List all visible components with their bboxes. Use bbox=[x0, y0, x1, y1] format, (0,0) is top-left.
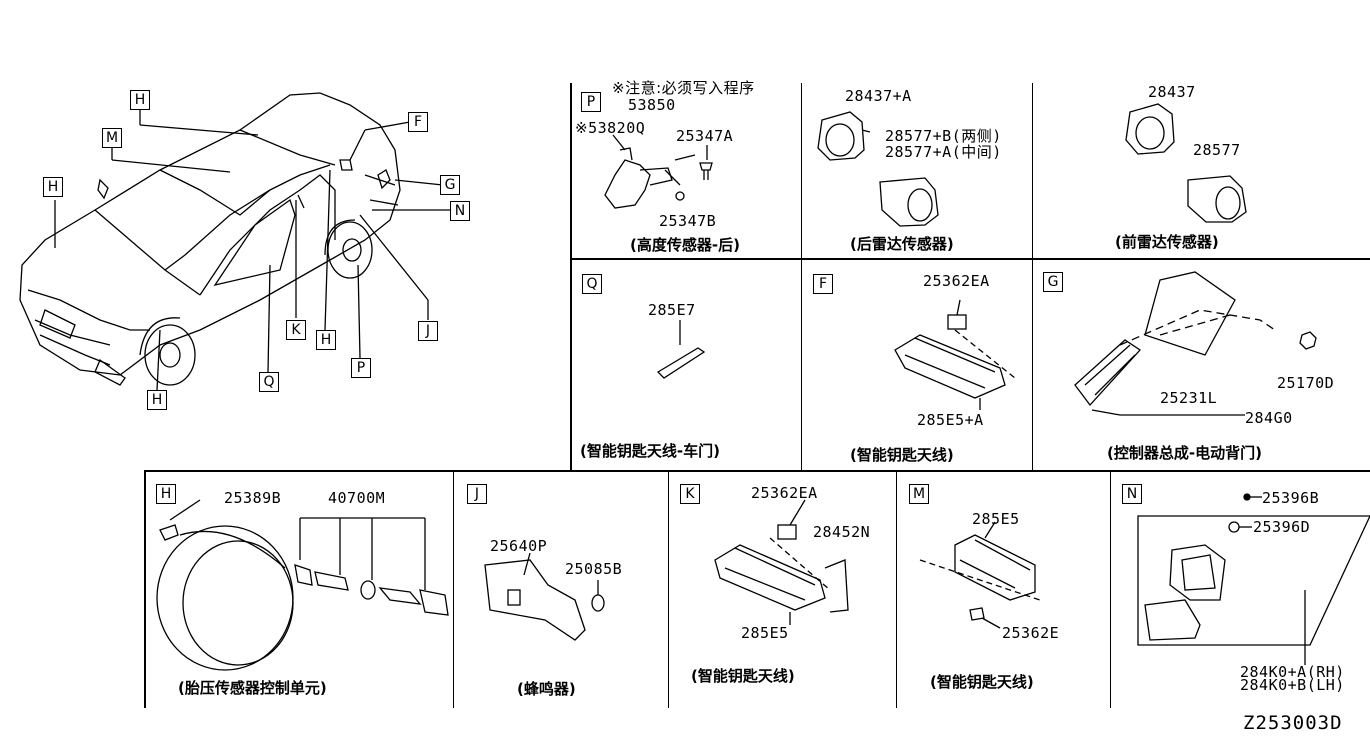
grid-line bbox=[144, 470, 1370, 472]
grid-line bbox=[570, 83, 572, 471]
callout-H[interactable]: H bbox=[130, 90, 150, 110]
panel-caption: (智能钥匙天线) bbox=[850, 446, 954, 464]
panel-letter-P: P bbox=[581, 92, 601, 112]
part-number[interactable]: 25640P bbox=[490, 537, 548, 555]
callout-lines bbox=[54, 110, 450, 391]
grid-line bbox=[1032, 83, 1033, 471]
antenna-f-art bbox=[894, 299, 1016, 410]
buzzer-art bbox=[484, 552, 605, 641]
callout-G[interactable]: G bbox=[440, 175, 460, 195]
panel-caption: (控制器总成-电动背门) bbox=[1107, 444, 1262, 462]
panel-letter-K: K bbox=[680, 484, 700, 504]
callout-Q[interactable]: Q bbox=[259, 372, 279, 392]
part-number[interactable]: 285E5+A bbox=[917, 411, 984, 429]
part-number[interactable]: 28437+A bbox=[845, 87, 912, 105]
callout-M[interactable]: M bbox=[102, 128, 122, 148]
panel-caption: (后雷达传感器) bbox=[850, 235, 954, 253]
part-number[interactable]: 25231L bbox=[1160, 389, 1218, 407]
callout-K[interactable]: K bbox=[286, 320, 306, 340]
part-number[interactable]: 25362EA bbox=[923, 272, 990, 290]
callout-F[interactable]: F bbox=[408, 112, 428, 132]
part-number[interactable]: 28437 bbox=[1148, 83, 1196, 101]
panel-letter-H: H bbox=[156, 484, 176, 504]
part-number[interactable]: 25396D bbox=[1253, 518, 1311, 536]
part-number[interactable]: 284K0+B(LH) bbox=[1240, 676, 1345, 694]
part-number[interactable]: 25347A bbox=[676, 127, 734, 145]
panel-caption: (智能钥匙天线-车门) bbox=[580, 442, 720, 460]
diagram-id: Z253003D bbox=[1243, 712, 1343, 734]
height-sensor-art bbox=[604, 134, 713, 209]
tpms-art bbox=[156, 499, 449, 671]
door-antenna-art bbox=[656, 320, 706, 379]
part-number[interactable]: ※53820Q bbox=[575, 119, 646, 137]
grid-line bbox=[896, 470, 897, 708]
panel-letter-M: M bbox=[909, 484, 929, 504]
part-number[interactable]: 28452N bbox=[813, 523, 871, 541]
callout-H[interactable]: H bbox=[147, 390, 167, 410]
antenna-k-art bbox=[714, 499, 849, 625]
part-number[interactable]: 25362EA bbox=[751, 484, 818, 502]
module-n-art bbox=[1137, 493, 1370, 665]
rear-radar-art bbox=[817, 111, 939, 227]
grid-line bbox=[144, 470, 146, 708]
callout-N[interactable]: N bbox=[450, 201, 470, 221]
part-number[interactable]: 285E7 bbox=[648, 301, 696, 319]
part-number[interactable]: 28577 bbox=[1193, 141, 1241, 159]
part-number[interactable]: 28577+B(两侧) bbox=[885, 127, 1002, 145]
part-number[interactable]: 284K0+A(RH) bbox=[1240, 663, 1345, 681]
panel-letter-J: J bbox=[467, 484, 487, 504]
antenna-m-art bbox=[919, 521, 1041, 629]
part-number[interactable]: 285E5 bbox=[972, 510, 1020, 528]
part-number[interactable]: 25170D bbox=[1277, 374, 1335, 392]
front-radar-art bbox=[1125, 103, 1247, 223]
part-number[interactable]: 25389B bbox=[224, 489, 282, 507]
grid-line bbox=[668, 470, 669, 708]
panel-caption: (智能钥匙天线) bbox=[691, 667, 795, 685]
part-number[interactable]: 25347B bbox=[659, 212, 717, 230]
part-number[interactable]: 25396B bbox=[1262, 489, 1320, 507]
panel-letter-F: F bbox=[813, 274, 833, 294]
callout-P[interactable]: P bbox=[351, 358, 371, 378]
callout-J[interactable]: J bbox=[418, 321, 438, 341]
program-note: ※注意:必须写入程序 bbox=[612, 79, 755, 97]
part-number[interactable]: 25362E bbox=[1002, 624, 1060, 642]
panel-letter-N: N bbox=[1122, 484, 1142, 504]
panel-caption: (前雷达传感器) bbox=[1115, 233, 1219, 251]
panel-caption: (智能钥匙天线) bbox=[930, 673, 1034, 691]
panel-caption: (胎压传感器控制单元) bbox=[178, 679, 327, 697]
grid-line bbox=[801, 83, 802, 471]
grid-line bbox=[453, 470, 454, 708]
panel-letter-G: G bbox=[1043, 272, 1063, 292]
callout-H[interactable]: H bbox=[43, 177, 63, 197]
grid-line bbox=[570, 258, 1370, 260]
part-number[interactable]: 25085B bbox=[565, 560, 623, 578]
part-number[interactable]: 28577+A(中间) bbox=[885, 143, 1002, 161]
part-number[interactable]: 285E5 bbox=[741, 624, 789, 642]
backdoor-controller-art bbox=[1074, 271, 1317, 416]
vehicle-illustration bbox=[19, 92, 401, 386]
grid-line bbox=[1110, 470, 1111, 708]
panel-letter-Q: Q bbox=[582, 274, 602, 294]
part-number[interactable]: 53850 bbox=[628, 96, 676, 114]
panel-caption: (高度传感器-后) bbox=[630, 236, 740, 254]
panel-caption: (蜂鸣器) bbox=[517, 680, 576, 698]
part-number[interactable]: 40700M bbox=[328, 489, 386, 507]
callout-H[interactable]: H bbox=[316, 330, 336, 350]
part-number[interactable]: 284G0 bbox=[1245, 409, 1293, 427]
